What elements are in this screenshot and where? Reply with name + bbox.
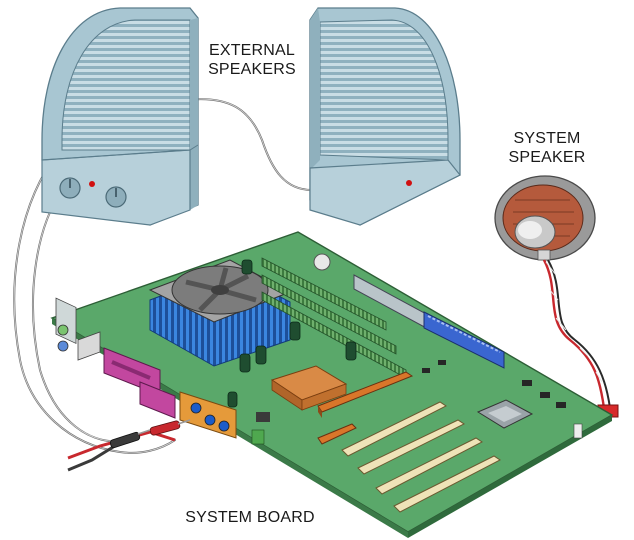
system-speaker-label-line2: SPEAKER [508,149,586,166]
system-speaker [494,175,619,418]
pci-slots [341,401,501,513]
test-probes [67,419,191,472]
external-speakers-label-line2: SPEAKERS [208,61,296,78]
audio-jack-icon [218,420,230,432]
capacitors [227,259,357,408]
ps2-port-icon [57,324,69,336]
black-probe-icon [109,431,141,449]
external-speaker-right [309,7,461,226]
system-speaker-label-line1: SYSTEM [513,130,581,147]
red-probe-icon [149,420,181,436]
cpu-heatsink-fan [148,259,292,367]
audio-jack-icon [204,414,216,426]
system-speaker-label: SYSTEM SPEAKER [492,129,602,167]
memory-slots [261,253,407,379]
ps2-port-icon [57,340,69,352]
usb-port-icon [77,331,101,361]
serial-port-icon [139,381,176,419]
rear-io-ports [55,297,237,439]
power-led-icon [89,181,95,187]
audio-jack-icon [190,402,202,414]
board-components [251,360,583,445]
system-board-label: SYSTEM BOARD [185,509,315,526]
system-board [50,231,614,538]
speaker-cables [13,98,313,454]
external-speakers-label: EXTERNAL SPEAKERS [196,41,308,79]
external-speaker-left [41,7,199,226]
cnr-slot-icon [317,423,357,445]
ide-connector-icon [423,311,505,369]
power-led-icon [406,180,412,186]
cmos-battery-icon [313,253,331,271]
external-speakers-label-line1: EXTERNAL [208,42,296,59]
